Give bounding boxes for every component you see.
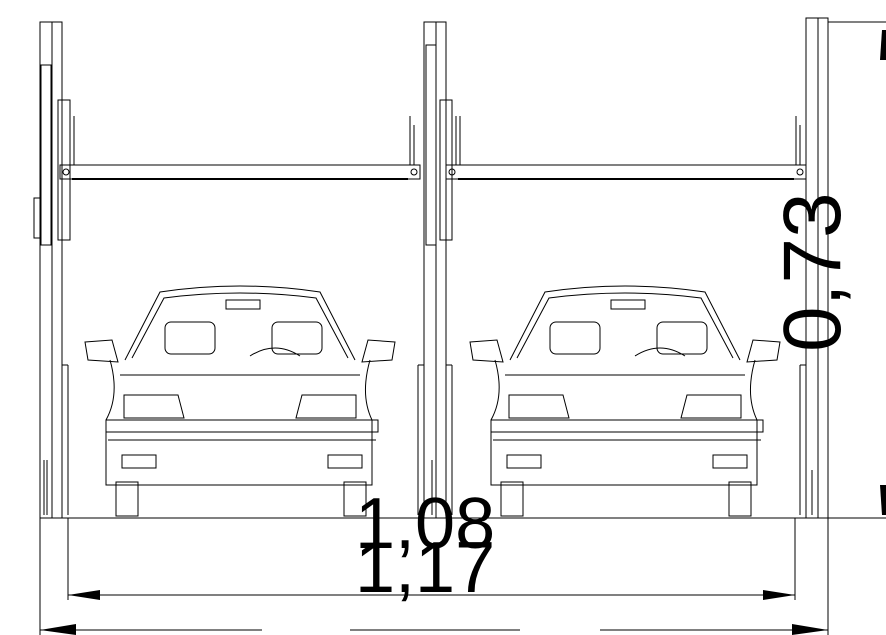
dim-label-vertical: 0,73 — [767, 192, 858, 352]
upper-platform-right — [445, 116, 807, 180]
dim-label-outer-width: 1,17 — [355, 528, 495, 608]
dimension-inner-width — [67, 518, 796, 600]
center-column — [417, 21, 453, 519]
car-left — [84, 285, 396, 517]
left-column — [33, 21, 71, 519]
dimension-vertical — [828, 21, 886, 519]
upper-platform-left — [59, 116, 421, 180]
dim-label-inner-width: 1,08 — [355, 484, 495, 564]
car-right — [469, 285, 781, 517]
dimension-outer-width — [39, 518, 829, 635]
